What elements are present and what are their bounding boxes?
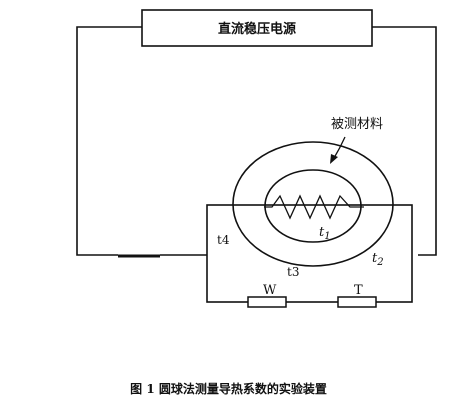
power-supply-box [141, 9, 373, 47]
outer-sphere [232, 141, 394, 267]
figure-caption: 图 1 圆球法测量导热系数的实验装置 [130, 382, 327, 396]
label-t1: t1 [319, 225, 331, 242]
label-W: W [263, 283, 277, 298]
resistor-W [247, 296, 287, 308]
power-supply-label: 直流稳压电源 [218, 21, 296, 37]
measurement-frame [206, 204, 413, 303]
material-pointer [333, 136, 346, 159]
material-arrowhead [330, 154, 338, 164]
label-T: T [354, 283, 363, 298]
inner-sphere [264, 169, 362, 243]
label-t4: t4 [217, 233, 230, 247]
label-t2: t2 [372, 251, 384, 268]
material-label: 被测材料 [331, 117, 383, 132]
resistor-T [337, 296, 377, 308]
right-wire [372, 26, 437, 256]
label-t3: t3 [287, 265, 299, 279]
heater-coil [264, 194, 364, 220]
left-wire [76, 26, 142, 256]
